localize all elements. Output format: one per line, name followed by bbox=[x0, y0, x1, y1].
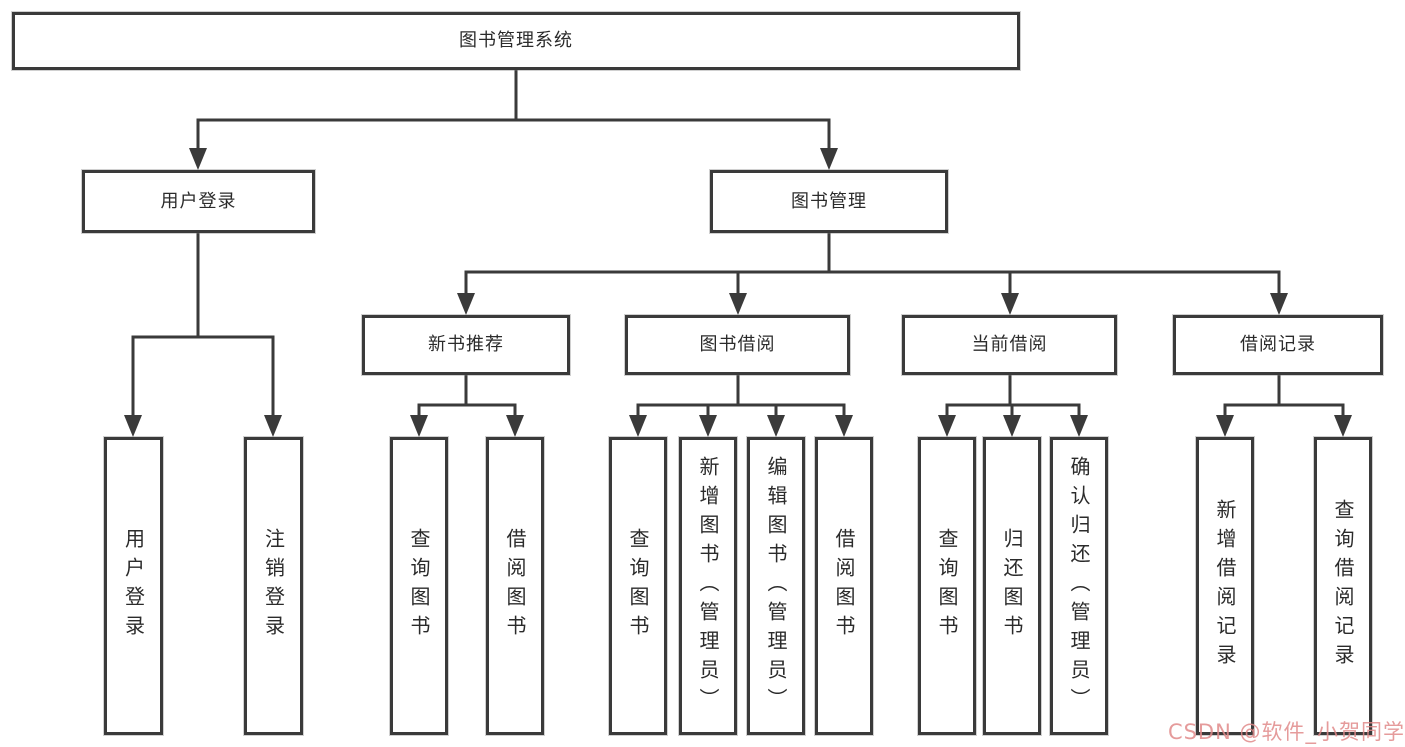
leaf-user-login: 用户登录 bbox=[104, 437, 163, 735]
node-root: 图书管理系统 bbox=[12, 12, 1020, 70]
node-book-management: 图书管理 bbox=[710, 170, 948, 233]
leaf-current-query-books: 查询图书 bbox=[918, 437, 976, 735]
leaf-records-add-record: 新增借阅记录 bbox=[1196, 437, 1254, 735]
leaf-logout: 注销登录 bbox=[244, 437, 303, 735]
leaf-borrow-borrow-books: 借阅图书 bbox=[815, 437, 873, 735]
node-new-book-recommendation: 新书推荐 bbox=[362, 315, 570, 375]
node-borrowing-records: 借阅记录 bbox=[1173, 315, 1383, 375]
csdn-watermark: CSDN @软件_小贺同学 bbox=[1167, 720, 1405, 744]
leaf-newbook-query-books: 查询图书 bbox=[390, 437, 448, 735]
leaf-current-confirm-return-admin: 确认归还（管理员） bbox=[1050, 437, 1108, 735]
leaf-current-return-books: 归还图书 bbox=[983, 437, 1041, 735]
leaf-borrow-edit-books-admin: 编辑图书（管理员） bbox=[747, 437, 805, 735]
leaf-records-query-record: 查询借阅记录 bbox=[1314, 437, 1372, 735]
leaf-newbook-borrow-books: 借阅图书 bbox=[486, 437, 544, 735]
node-current-borrowing: 当前借阅 bbox=[902, 315, 1117, 375]
node-book-borrowing: 图书借阅 bbox=[625, 315, 850, 375]
leaf-borrow-add-books-admin: 新增图书（管理员） bbox=[679, 437, 737, 735]
leaf-borrow-query-books: 查询图书 bbox=[609, 437, 667, 735]
node-user-login: 用户登录 bbox=[82, 170, 315, 233]
